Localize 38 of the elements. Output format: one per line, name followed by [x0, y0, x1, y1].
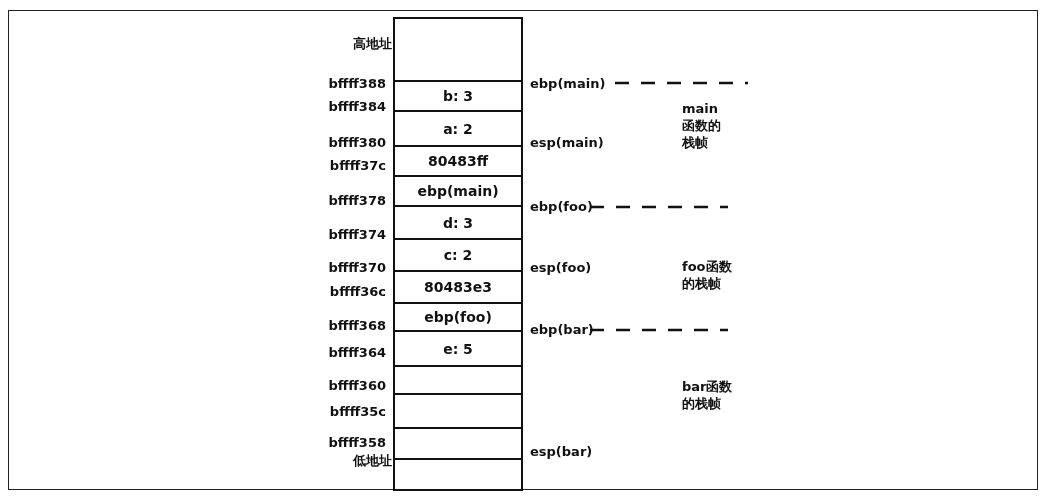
register-label: ebp(foo)	[530, 199, 593, 215]
address-label: bffff364	[328, 345, 386, 361]
address-label: 低地址	[353, 453, 392, 469]
address-label: bffff360	[328, 378, 386, 394]
address-label: bffff37c	[329, 158, 386, 174]
stack-cell: e: 5	[393, 330, 523, 367]
address-label: bffff374	[328, 227, 386, 243]
address-label: bffff368	[328, 318, 386, 334]
stack-cell: ebp(main)	[393, 175, 523, 207]
address-label: bffff378	[328, 193, 386, 209]
empty-stack-cell	[393, 427, 523, 460]
register-label: esp(foo)	[530, 260, 592, 276]
register-label: esp(bar)	[530, 444, 593, 460]
frame-label: foo函数的栈帧	[682, 258, 733, 292]
register-label: ebp(bar)	[530, 322, 594, 338]
stack-cell: ebp(foo)	[393, 302, 523, 332]
address-label: bffff380	[328, 135, 386, 151]
address-label: bffff358	[328, 435, 386, 451]
address-label: 高地址	[353, 36, 392, 52]
empty-stack-cell	[393, 365, 523, 395]
stack-cell: a: 2	[393, 110, 523, 147]
frame-label: main函数的栈帧	[682, 100, 722, 151]
empty-stack-cell	[393, 17, 523, 82]
register-label: esp(main)	[530, 135, 604, 151]
stack-cell: d: 3	[393, 205, 523, 240]
empty-stack-cell	[393, 393, 523, 429]
address-label: bffff36c	[329, 284, 386, 300]
address-label: bffff388	[328, 76, 386, 92]
empty-stack-cell	[393, 458, 523, 491]
frame-label: bar函数的栈帧	[682, 378, 734, 412]
stack-cell: 80483ff	[393, 145, 523, 177]
stack-cell: 80483e3	[393, 270, 523, 304]
stack-cell: b: 3	[393, 80, 523, 112]
address-label: bffff35c	[329, 404, 386, 420]
stack-cell: c: 2	[393, 238, 523, 272]
register-label: ebp(main)	[530, 76, 606, 92]
address-label: bffff370	[328, 260, 386, 276]
address-label: bffff384	[328, 99, 386, 115]
